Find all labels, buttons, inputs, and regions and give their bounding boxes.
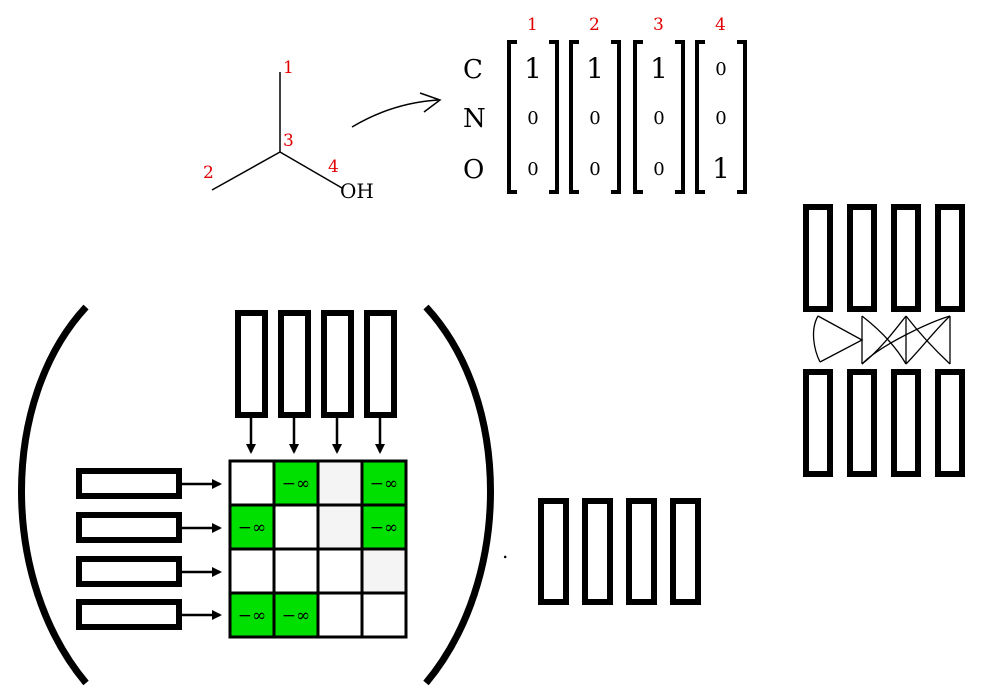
matrix-column-1-left-bracket xyxy=(507,40,517,194)
atom-number-1: 1 xyxy=(283,58,294,78)
mask-cell-4-4 xyxy=(360,591,408,639)
mask-cell-4-1-label: −∞ xyxy=(238,606,266,626)
atom-number-2: 2 xyxy=(203,163,214,183)
element-label-c: C xyxy=(463,55,483,85)
column-number-2: 2 xyxy=(589,15,600,35)
left-parenthesis xyxy=(18,304,89,686)
matrix-cell-1-3: 1 xyxy=(650,52,668,85)
matrix-cell-2-4: 0 xyxy=(715,108,726,129)
mask-cell-2-4-label: −∞ xyxy=(370,518,398,538)
feature-matrix: C N O 1 1 0 0 2 1 0 0 3 1 0 0 4 0 0 1 xyxy=(463,15,747,194)
mask-cell-1-4 xyxy=(360,459,408,507)
mask-cell-3-4 xyxy=(360,547,408,595)
value-vector-1 xyxy=(538,498,569,605)
atom-number-3: 3 xyxy=(283,131,294,151)
atom-number-4: 4 xyxy=(328,157,339,177)
value-vectors xyxy=(538,498,701,605)
matrix-column-4-right-bracket xyxy=(737,40,747,194)
matrix-column-2-left-bracket xyxy=(569,40,579,194)
value-vector-4 xyxy=(670,498,701,605)
matrix-column-2-right-bracket xyxy=(611,40,621,194)
lower-token-box-2 xyxy=(847,369,877,477)
mask-cell-1-3 xyxy=(316,459,364,507)
right-parenthesis xyxy=(423,304,494,686)
bond-3-4 xyxy=(279,151,343,189)
matrix-column-1-right-bracket xyxy=(549,40,559,194)
lower-token-box-4 xyxy=(935,369,965,477)
matrix-cell-1-1: 1 xyxy=(524,52,542,85)
molecule-structure: 1 2 3 4 OH xyxy=(203,58,374,203)
mask-cell-1-4-label: −∞ xyxy=(370,474,398,494)
key-vector-3 xyxy=(321,310,354,418)
attention-block: −∞ −∞ −∞ −∞ −∞ −∞ xyxy=(18,304,494,686)
value-vector-3 xyxy=(626,498,657,605)
key-vector-2 xyxy=(278,310,311,418)
matrix-cell-3-2: 0 xyxy=(589,159,600,180)
bond-2-3 xyxy=(211,151,281,191)
matrix-column-4-left-bracket xyxy=(695,40,705,194)
upper-token-box-1 xyxy=(803,204,833,312)
matrix-column-3-left-bracket xyxy=(633,40,643,194)
mask-cell-3-3 xyxy=(316,547,364,595)
matrix-columns: 1 1 0 0 2 1 0 0 3 1 0 0 4 0 0 1 xyxy=(507,15,747,194)
dot-product-symbol: . xyxy=(502,539,508,563)
token-mixing-diagram xyxy=(803,204,965,477)
matrix-cell-2-1: 0 xyxy=(527,108,538,129)
hydroxyl-label: OH xyxy=(340,179,374,203)
upper-token-box-4 xyxy=(935,204,965,312)
mask-cell-3-1 xyxy=(228,547,276,595)
matrix-cell-1-4: 0 xyxy=(715,59,726,80)
mask-cell-4-2-label: −∞ xyxy=(282,606,310,626)
lower-token-box-1 xyxy=(803,369,833,477)
mask-cell-2-3 xyxy=(316,503,364,551)
column-number-4: 4 xyxy=(715,15,726,35)
lower-token-box-3 xyxy=(891,369,921,477)
value-vector-2 xyxy=(582,498,613,605)
matrix-cell-3-4: 1 xyxy=(712,152,730,185)
mask-cell-3-2 xyxy=(272,547,320,595)
query-vector-2 xyxy=(76,512,182,543)
matrix-column-3-right-bracket xyxy=(675,40,685,194)
mask-cell-2-2 xyxy=(272,503,320,551)
mask-cell-1-2 xyxy=(272,459,320,507)
matrix-cell-2-2: 0 xyxy=(589,108,600,129)
mask-cell-1-1 xyxy=(228,459,276,507)
query-vector-1 xyxy=(76,468,182,499)
curved-arrow xyxy=(351,92,442,128)
key-vector-1 xyxy=(235,310,268,418)
mask-cell-2-1-label: −∞ xyxy=(238,518,266,538)
matrix-cell-3-3: 0 xyxy=(653,159,664,180)
attention-mask-grid: −∞ −∞ −∞ −∞ −∞ −∞ xyxy=(228,459,408,639)
element-label-n: N xyxy=(463,104,486,134)
query-vector-3 xyxy=(76,556,182,587)
column-number-1: 1 xyxy=(527,15,538,35)
matrix-cell-3-1: 0 xyxy=(527,159,538,180)
mask-cell-4-3 xyxy=(316,591,364,639)
matrix-cell-1-2: 1 xyxy=(586,52,604,85)
query-vector-4 xyxy=(76,599,182,630)
mask-cell-1-2-label: −∞ xyxy=(282,474,310,494)
upper-token-box-2 xyxy=(847,204,877,312)
mask-cell-4-2 xyxy=(272,591,320,639)
element-label-o: O xyxy=(463,155,484,185)
mask-cell-2-4 xyxy=(360,503,408,551)
connection-lines xyxy=(812,315,951,365)
upper-token-box-3 xyxy=(891,204,921,312)
matrix-cell-2-3: 0 xyxy=(653,108,664,129)
mask-cell-4-1 xyxy=(228,591,276,639)
key-vector-4 xyxy=(364,310,397,418)
column-number-3: 3 xyxy=(653,15,664,35)
